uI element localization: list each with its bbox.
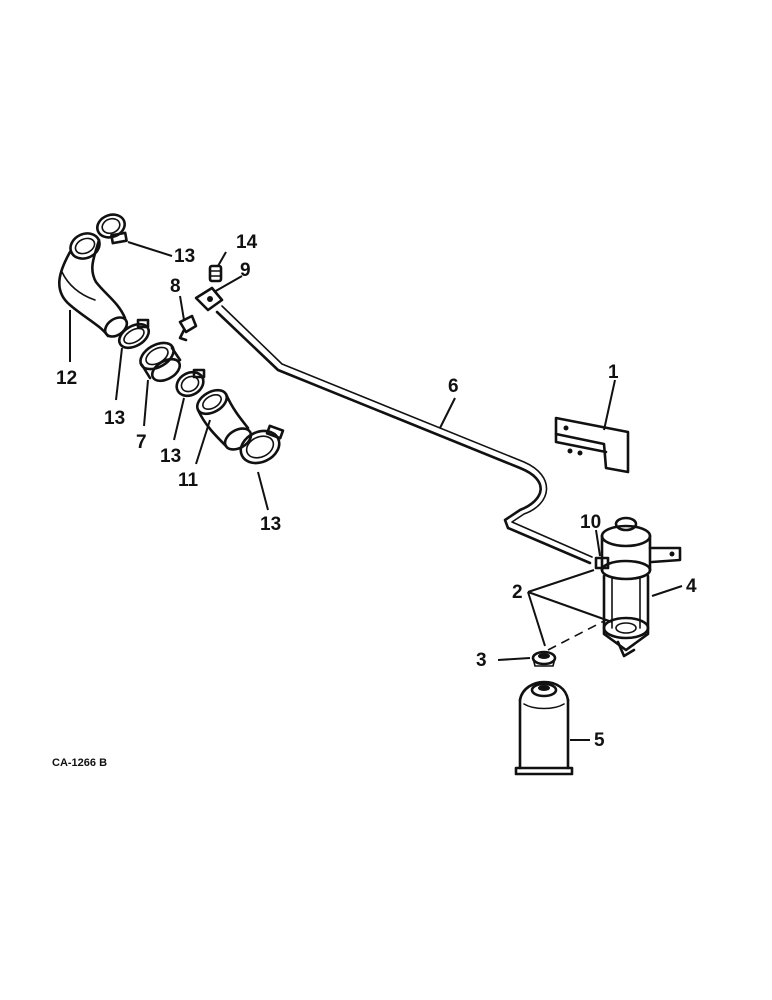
callout-5: 5 — [594, 730, 605, 751]
fitting-cap — [208, 264, 223, 283]
callout-13-top: 13 — [174, 246, 195, 267]
callout-6: 6 — [448, 376, 459, 397]
tube-line — [215, 305, 593, 565]
callout-10: 10 — [580, 512, 601, 533]
hose-adapter — [139, 341, 182, 383]
callout-13-left: 13 — [104, 408, 125, 429]
filter-head-assembly — [594, 516, 682, 658]
tee-connector — [194, 286, 224, 312]
callout-4: 4 — [686, 576, 697, 597]
hose-clamp-large — [239, 424, 285, 465]
mounting-bracket — [554, 416, 630, 474]
callout-3: 3 — [476, 650, 487, 671]
hose-clamp-top — [96, 213, 128, 245]
elbow-fitting — [178, 314, 198, 342]
callout-8: 8 — [170, 276, 181, 297]
drawing-code: CA-1266 B — [52, 757, 107, 769]
callout-1: 1 — [608, 362, 619, 383]
callout-14: 14 — [236, 232, 258, 253]
gasket — [531, 650, 557, 667]
callout-2: 2 — [512, 582, 523, 603]
hose-clamp-left — [117, 318, 151, 350]
hose-clamp-middle — [175, 368, 206, 398]
filter-element — [514, 680, 574, 776]
alignment-line — [547, 619, 607, 651]
callout-13-right: 13 — [260, 514, 281, 535]
callout-9: 9 — [240, 260, 251, 281]
callout-7: 7 — [136, 432, 147, 453]
callout-13-middle: 13 — [160, 446, 181, 467]
callout-12: 12 — [56, 368, 77, 389]
callout-11: 11 — [178, 470, 199, 491]
leader-lines — [69, 241, 683, 741]
